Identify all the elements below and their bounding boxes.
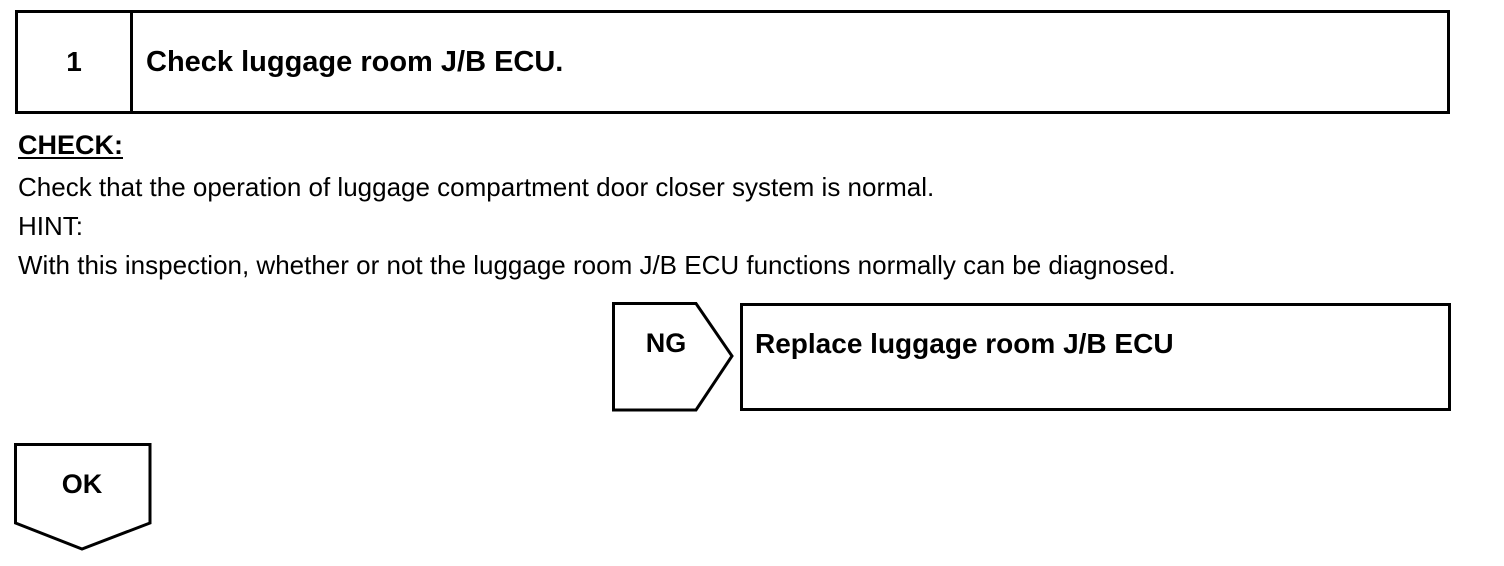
step-title: Check luggage room J/B ECU. — [146, 46, 564, 78]
ng-action-text: Replace luggage room J/B ECU — [755, 328, 1174, 359]
ng-label: NG — [645, 328, 687, 358]
step-header-box: 1 Check luggage room J/B ECU. — [15, 10, 1450, 114]
ok-label: OK — [61, 469, 103, 499]
ng-branch-tag: NG — [612, 302, 734, 412]
hint-label: HINT: — [18, 211, 83, 241]
step-divider — [130, 13, 133, 111]
check-instruction: Check that the operation of luggage comp… — [18, 172, 935, 202]
ok-branch-tag: OK — [14, 443, 154, 553]
check-heading: CHECK: — [18, 130, 123, 160]
step-number: 1 — [66, 46, 82, 77]
ng-arrow-shape — [612, 302, 734, 412]
ok-arrow-shape — [14, 443, 152, 551]
hint-text: With this inspection, whether or not the… — [18, 250, 1176, 280]
ng-action-box: Replace luggage room J/B ECU — [740, 303, 1451, 411]
